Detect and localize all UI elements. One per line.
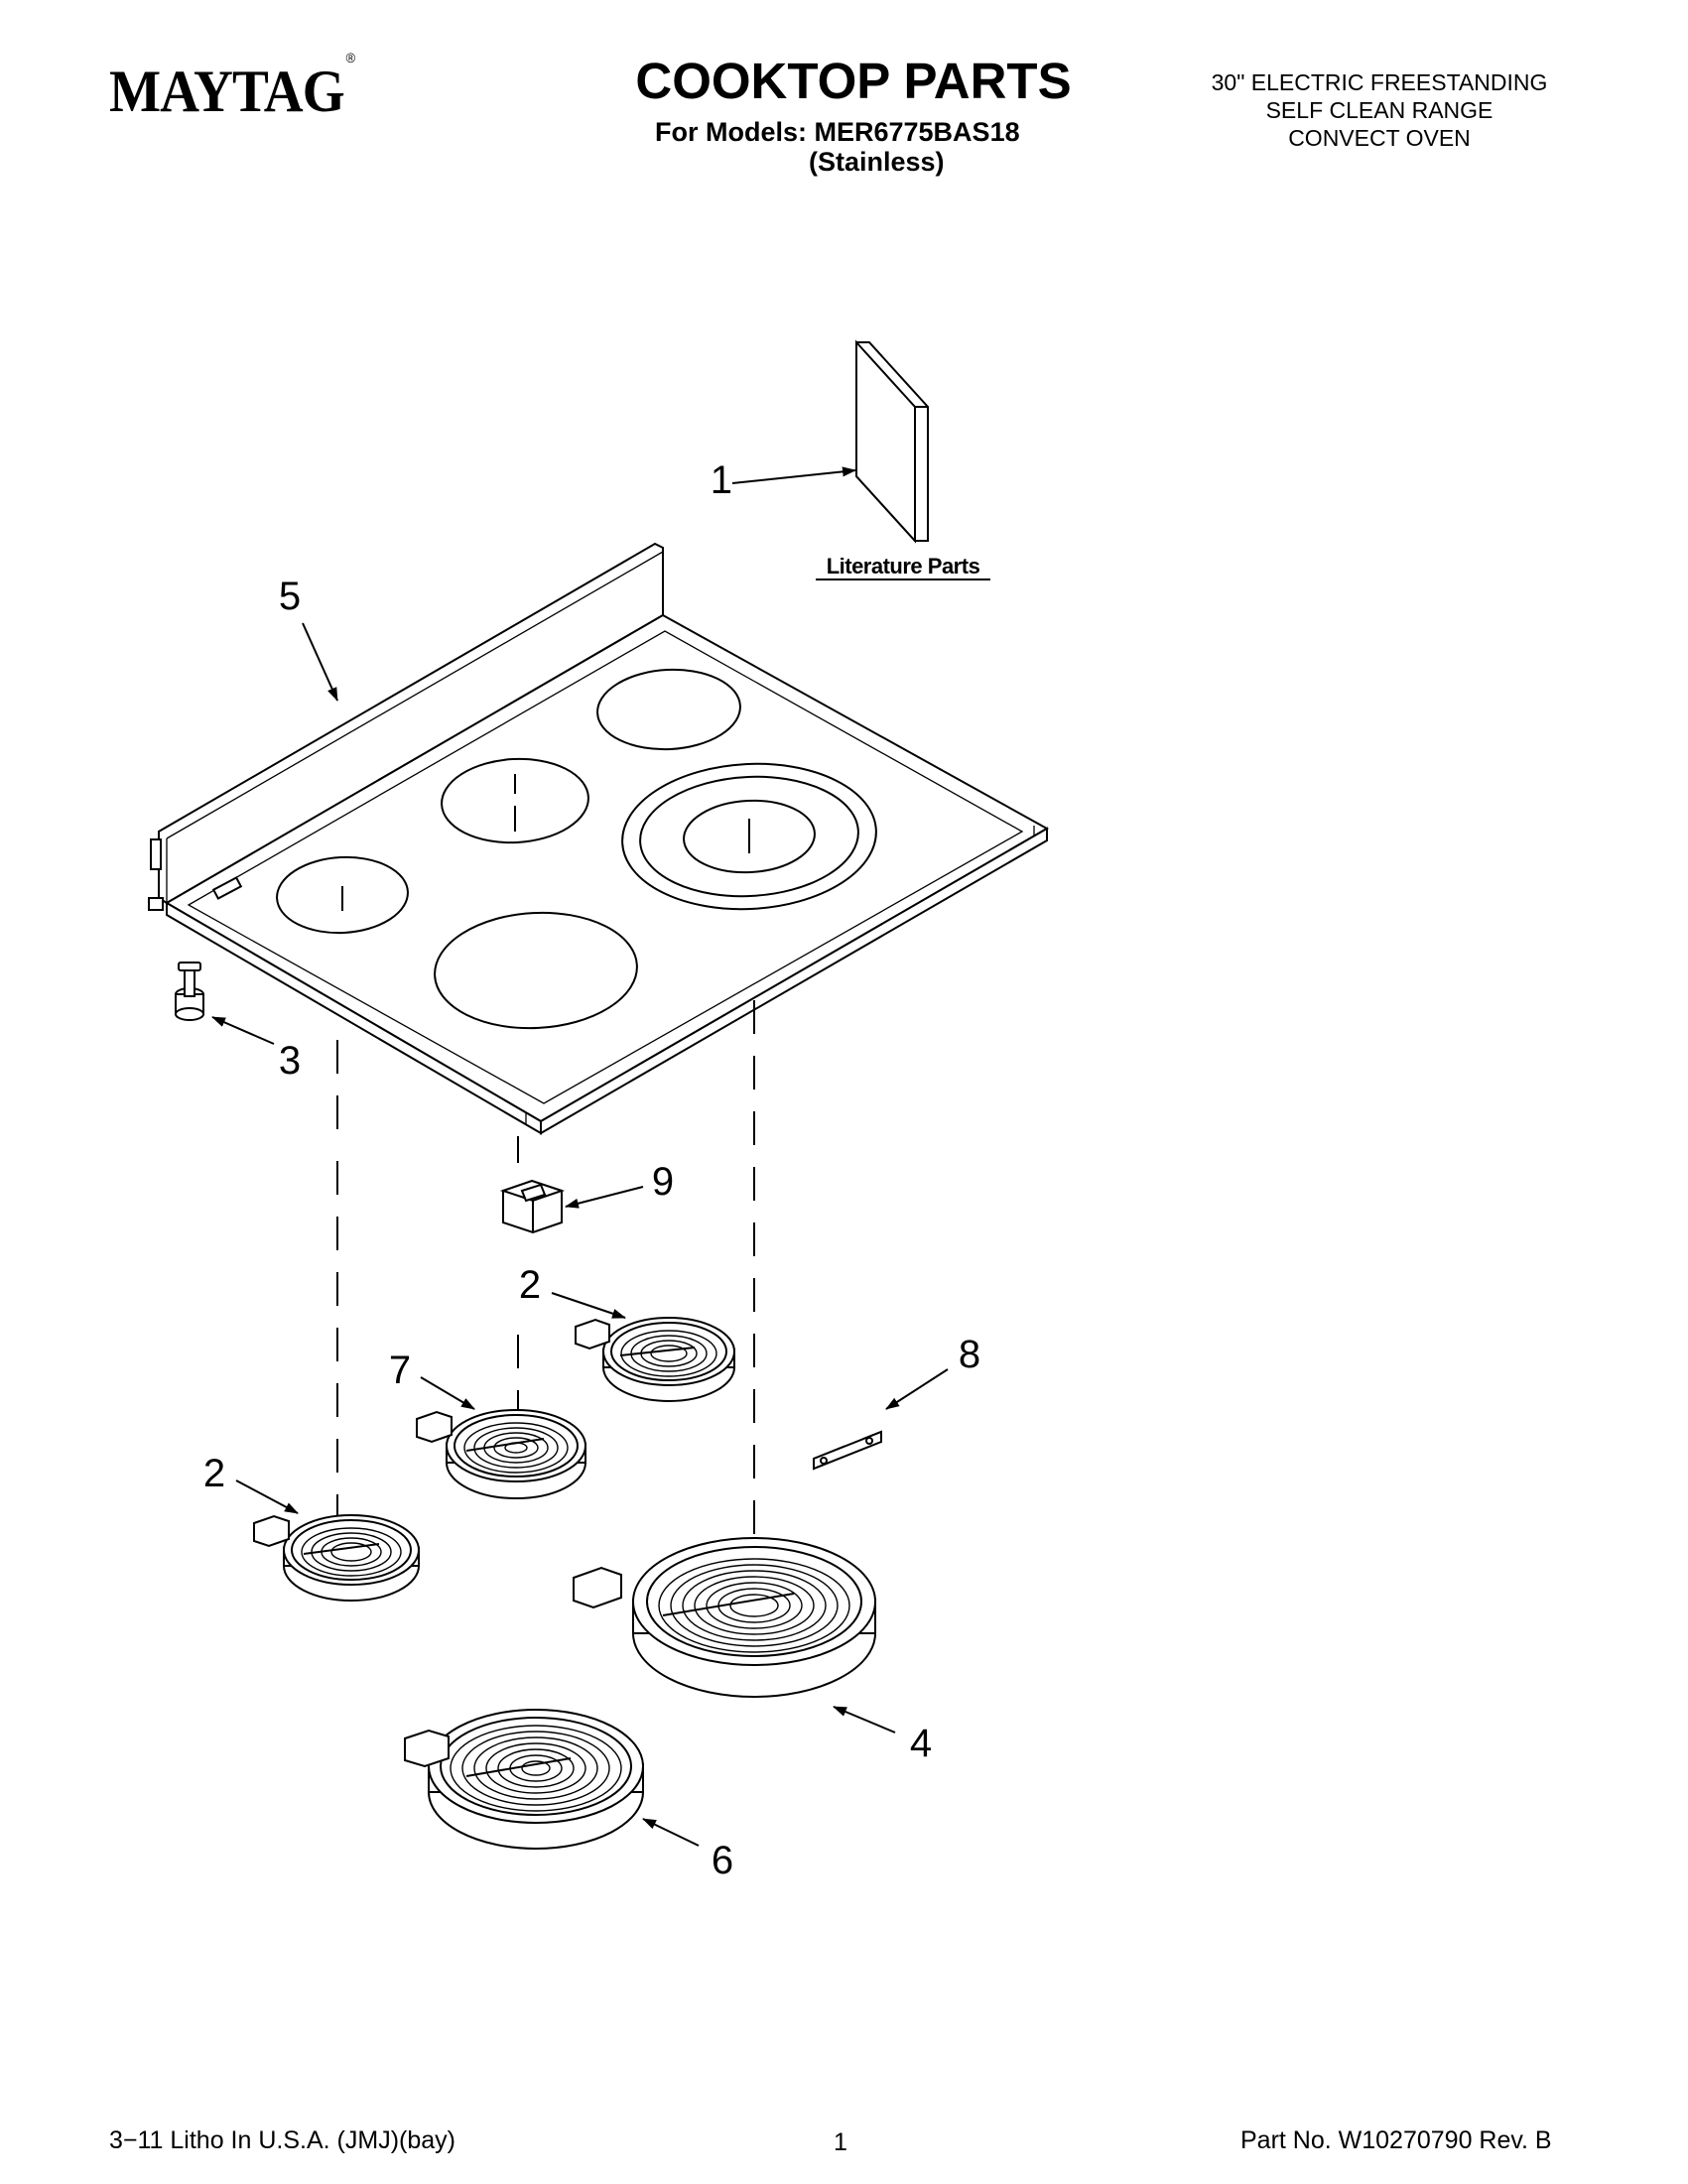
bracket-icon [813, 1430, 882, 1471]
callout-4-leader [833, 1706, 896, 1734]
callout-9: 9 [652, 1160, 674, 1204]
model-variant: (Stainless) [809, 147, 945, 177]
footer-print-info: 3−11 Litho In U.S.A. (JMJ)(bay) [109, 2126, 455, 2154]
literature-booklet-icon [855, 339, 929, 544]
callout-1-leader [731, 466, 856, 484]
models-line: For Models: MER6775BAS18 [655, 117, 1020, 147]
callout-6-leader [642, 1818, 700, 1847]
callout-4: 4 [910, 1722, 932, 1765]
product-description-line-2: SELF CLEAN RANGE [1265, 97, 1493, 123]
callout-8-leader [885, 1368, 949, 1410]
cooktop-icon [148, 542, 1050, 1135]
callout-2a-leader [551, 1292, 626, 1319]
brand-logo: MAYTAG® [109, 50, 355, 126]
radiant-element-icon [575, 1317, 735, 1402]
callout-3-leader [211, 1016, 275, 1045]
callout-5-leader [302, 622, 338, 702]
radiant-element-icon [404, 1709, 644, 1850]
callout-2b: 2 [203, 1452, 225, 1495]
product-description-line-3: CONVECT OVEN [1288, 125, 1471, 151]
registered-mark: ® [345, 50, 356, 65]
radiant-element-icon [416, 1409, 586, 1499]
brand-name: MAYTAG [109, 59, 345, 124]
callout-8: 8 [959, 1333, 980, 1376]
page-number: 1 [834, 2128, 847, 2156]
literature-parts-label: Literature Parts [827, 554, 980, 578]
radiant-element-icon [253, 1514, 420, 1602]
footer-part-number: Part No. W10270790 Rev. B [1240, 2126, 1552, 2154]
callout-2b-leader [235, 1479, 299, 1514]
page-title: COOKTOP PARTS [635, 53, 1072, 109]
callout-5: 5 [279, 575, 301, 618]
product-description-line-1: 30" ELECTRIC FREESTANDING [1211, 69, 1548, 95]
callout-1: 1 [711, 458, 732, 502]
knob-icon [175, 962, 204, 1021]
callout-9-leader [565, 1186, 644, 1209]
callout-3: 3 [279, 1039, 301, 1083]
callout-7-leader [420, 1376, 475, 1410]
callout-6: 6 [712, 1839, 733, 1882]
callout-2a: 2 [519, 1263, 541, 1307]
callout-7: 7 [389, 1349, 411, 1392]
clip-icon [499, 1179, 566, 1234]
radiant-element-icon [573, 1537, 876, 1698]
